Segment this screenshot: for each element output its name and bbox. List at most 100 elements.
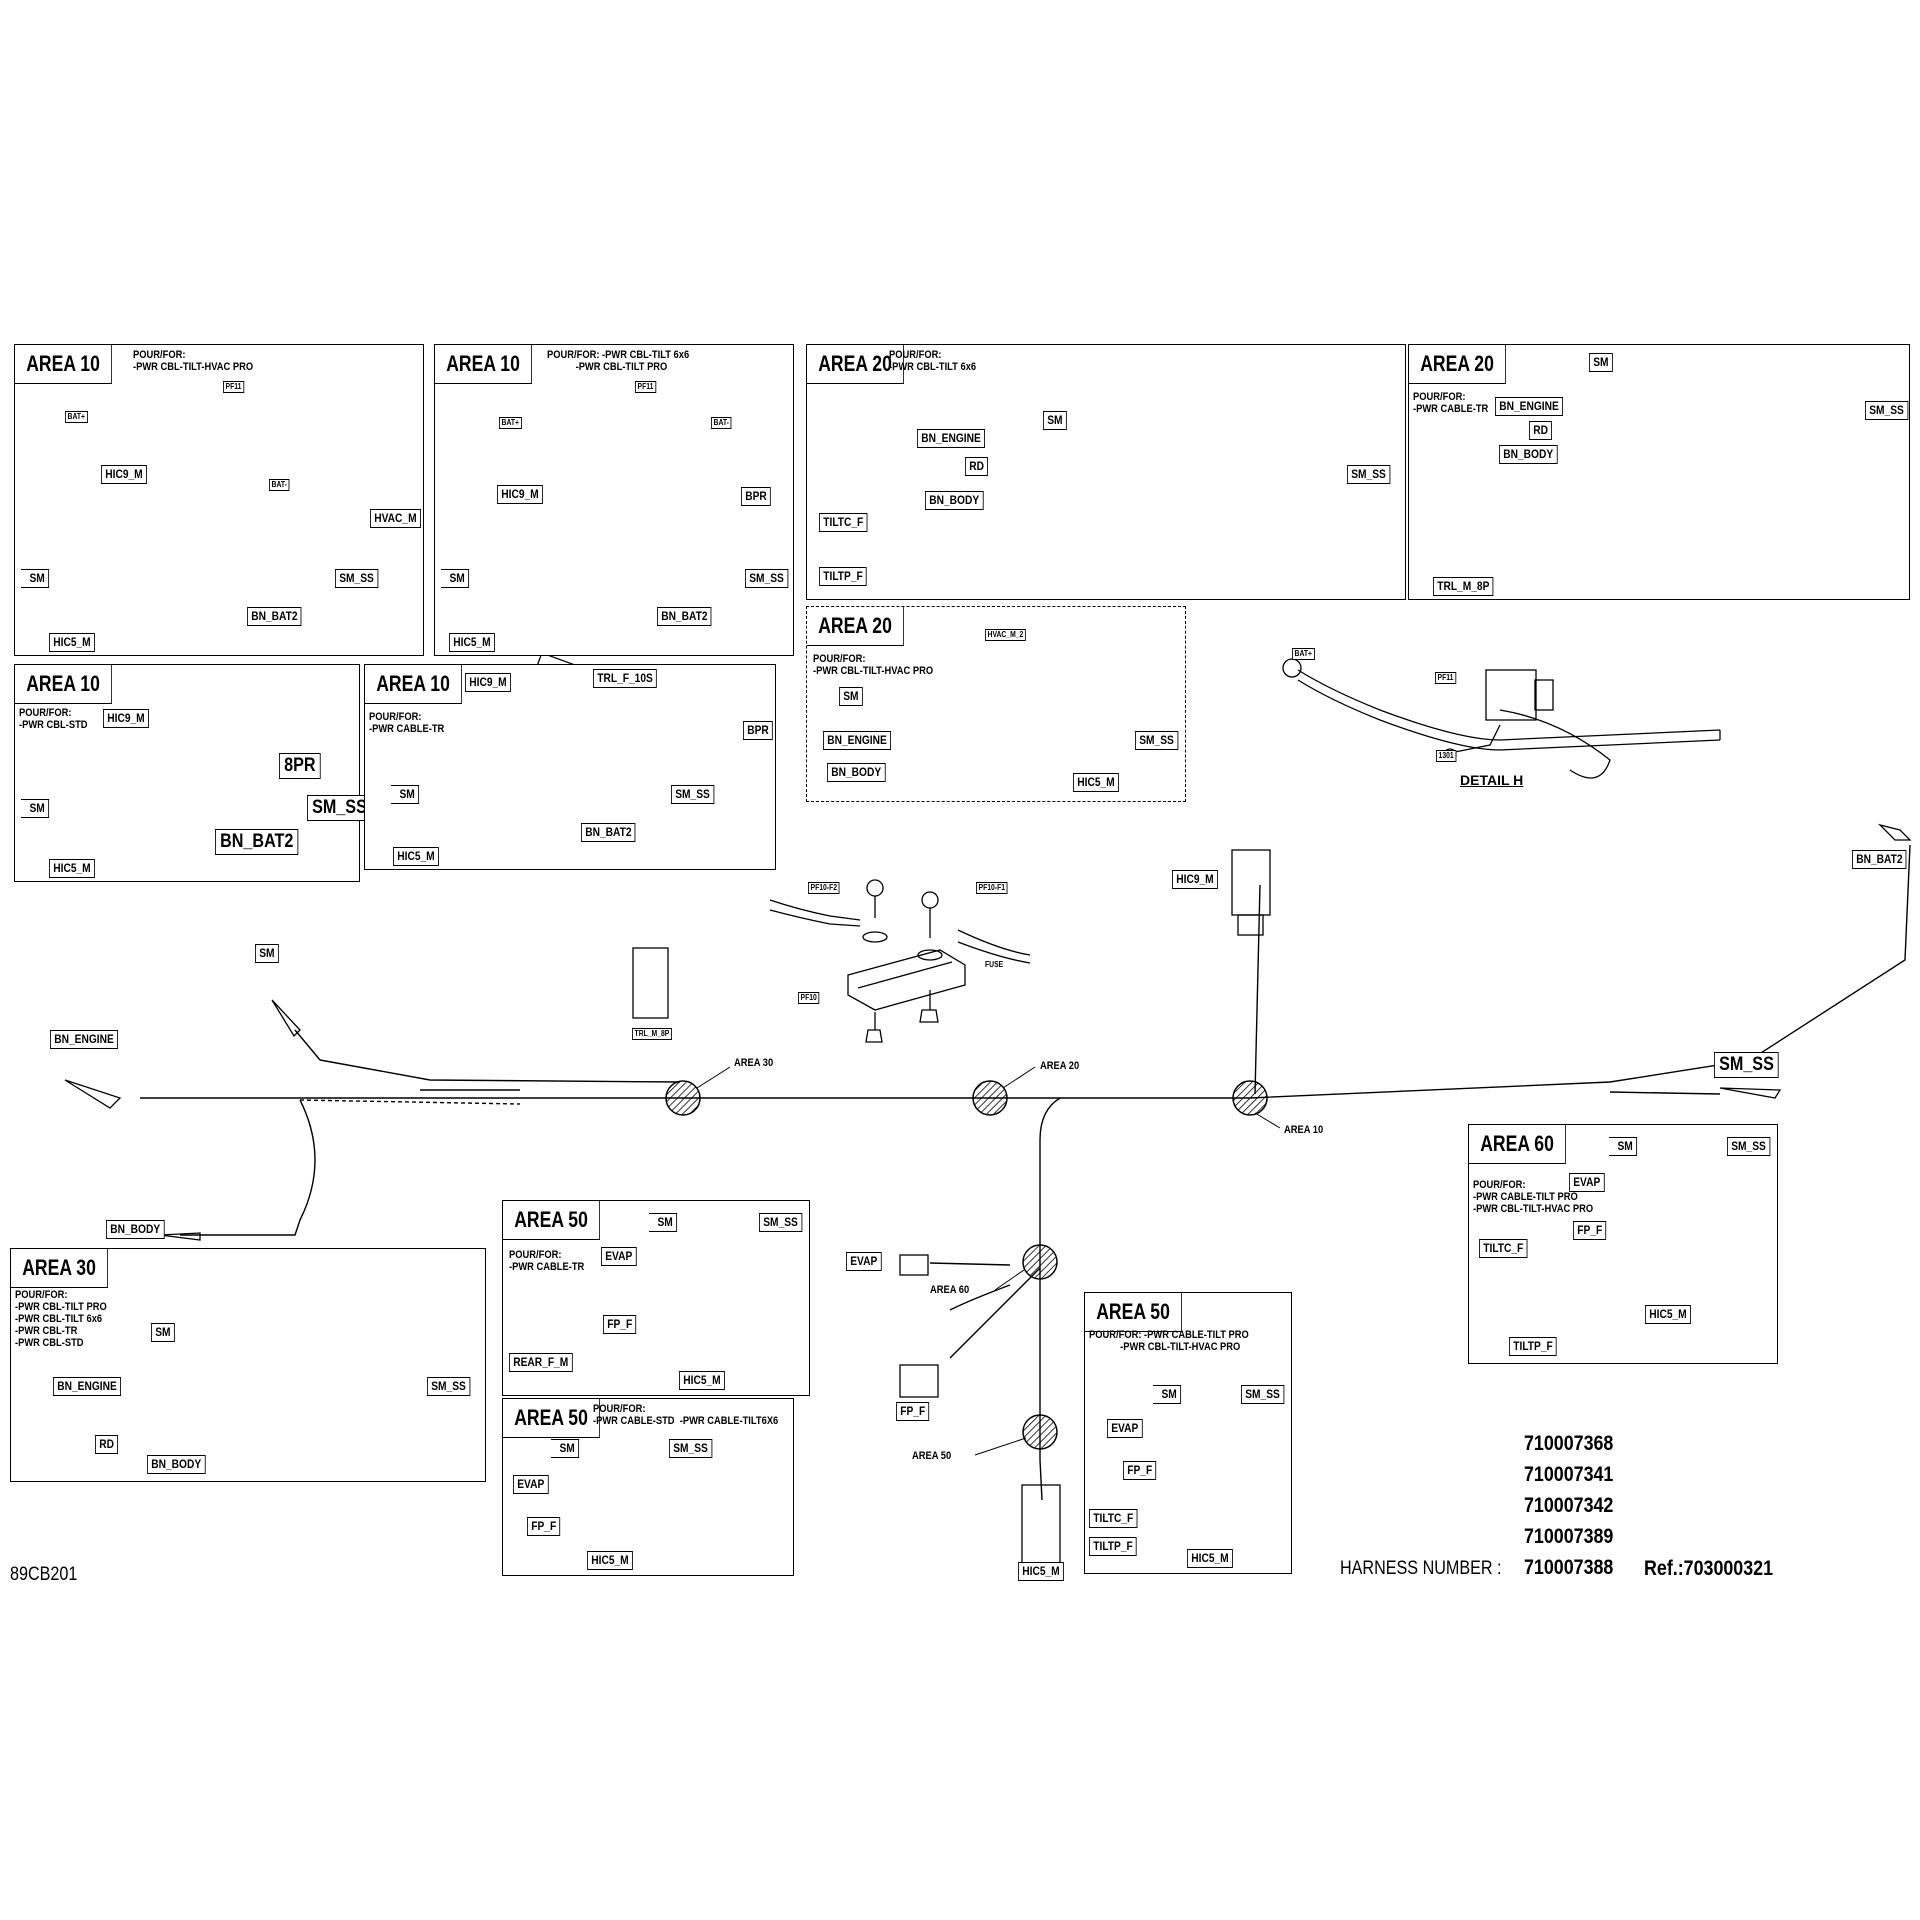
panel-title: AREA 60 (1469, 1125, 1566, 1164)
tag-sm-ss: SM_SS (759, 1213, 803, 1232)
tag-trl: TRL_M_8P (1433, 577, 1494, 596)
panel-title: AREA 20 (1409, 345, 1506, 384)
main-tag-bn-engine: BN_ENGINE (50, 1030, 119, 1049)
fuse-tag-pf10f2: PF10-F2 (808, 882, 840, 894)
panel-note: POUR/FOR: -PWR CABLE-TILT PRO -PWR CBL-T… (1473, 1179, 1594, 1215)
tag-tltc: TILTC_F (819, 513, 868, 532)
part-number-1: 710007368 (1524, 1432, 1614, 1455)
main-tag-bn-body: BN_BODY (106, 1220, 165, 1239)
panel-note: POUR/FOR: -PWR CABLE-TR (1413, 391, 1489, 415)
tag-tltp: TILTP_F (1089, 1537, 1137, 1556)
area20-panel-1: AREA 20 POUR/FOR: -PWR CBL-TILT 6x6 SM B… (806, 344, 1406, 600)
tag-sm-ss: SM_SS (427, 1377, 471, 1396)
main-tag-evap: EVAP (846, 1252, 882, 1271)
panel-title: AREA 30 (11, 1249, 108, 1288)
junction-label-area30: AREA 30 (734, 1057, 774, 1069)
fuse-tag-pf10f1: PF10-F1 (976, 882, 1008, 894)
tag-bn-bat2: BN_BAT2 (215, 829, 299, 855)
tag-sm: SM (21, 799, 50, 818)
tag-sm-ss: SM_SS (669, 1439, 713, 1458)
tag-bn-bat2: BN_BAT2 (581, 823, 636, 842)
tag-pf11: PF11 (223, 381, 244, 393)
panel-note: POUR/FOR: -PWR CBL-TILT-HVAC PRO (813, 653, 934, 677)
panel-title: AREA 10 (435, 345, 532, 384)
tag-rd: RD (1529, 421, 1553, 440)
tag-bn-bat2: BN_BAT2 (657, 607, 712, 626)
main-tag-hic5: HIC5_M (1018, 1562, 1064, 1581)
tag-bn-engine: BN_ENGINE (917, 429, 986, 448)
tag-sm: SM (551, 1439, 580, 1458)
area50-panel-3: AREA 50 POUR/FOR: -PWR CABLE-TILT PRO -P… (1084, 1292, 1292, 1574)
tag-sm-ss: SM_SS (1727, 1137, 1771, 1156)
tag-hvac: HVAC_M_2 (985, 629, 1026, 641)
tag-rd: RD (965, 457, 989, 476)
area60-panel: AREA 60 POUR/FOR: -PWR CABLE-TILT PRO -P… (1468, 1124, 1778, 1364)
area10-panel-4: AREA 10 POUR/FOR: -PWR CABLE-TR HIC9_M T… (364, 664, 776, 870)
tag-sm: SM (839, 687, 863, 706)
main-tag-sm: SM (255, 944, 279, 963)
tag-hic5: HIC5_M (1073, 773, 1119, 792)
tag-bpr: BPR (741, 487, 772, 506)
panel-note: POUR/FOR: -PWR CABLE-STD -PWR CABLE-TILT… (593, 1403, 779, 1427)
area30-panel: AREA 30 POUR/FOR: -PWR CBL-TILT PRO -PWR… (10, 1248, 486, 1482)
panel-note: POUR/FOR: -PWR CBL-TILT 6x6 -PWR CBL-TIL… (547, 349, 690, 373)
junction-label-area50: AREA 50 (912, 1450, 952, 1462)
tag-tltc: TILTC_F (1089, 1509, 1138, 1528)
tag-bat-plus: BAT+ (65, 411, 88, 423)
tag-sm-ss: SM_SS (1241, 1385, 1285, 1404)
junction-label-area10: AREA 10 (1284, 1124, 1324, 1136)
panel-note: POUR/FOR: -PWR CBL-STD (19, 707, 88, 731)
panel-note: POUR/FOR: -PWR CABLE-TR (509, 1249, 585, 1273)
tag-sm: SM (391, 785, 420, 804)
harness-number-label: HARNESS NUMBER : (1340, 1558, 1502, 1579)
panel-title: AREA 10 (15, 665, 112, 704)
tag-hic5: HIC5_M (49, 859, 95, 878)
tag-hic5: HIC5_M (393, 847, 439, 866)
tag-fp: FP_F (603, 1315, 637, 1334)
tag-hic5: HIC5_M (1187, 1549, 1233, 1568)
tag-bat-minus: BAT- (711, 417, 732, 429)
tag-evap: EVAP (1107, 1419, 1143, 1438)
junction-circles (665, 1080, 1268, 1450)
tag-hic5: HIC5_M (587, 1551, 633, 1570)
main-tag-hic9: HIC9_M (1172, 870, 1218, 889)
tag-hic5: HIC5_M (679, 1371, 725, 1390)
detail-tag-code: 1301 (1436, 750, 1457, 762)
tag-hic5: HIC5_M (449, 633, 495, 652)
part-number-3: 710007342 (1524, 1494, 1614, 1517)
main-tag-trl: TRL_M_8P (632, 1028, 672, 1040)
tag-bn-engine: BN_ENGINE (1495, 397, 1564, 416)
area50-panel-1: AREA 50 POUR/FOR: -PWR CABLE-TR SM SM_SS… (502, 1200, 810, 1396)
area20-panel-3: AREA 20 POUR/FOR: -PWR CBL-TILT-HVAC PRO… (806, 606, 1186, 802)
tag-sm: SM (1153, 1385, 1182, 1404)
panel-title: AREA 20 (807, 345, 904, 384)
tag-sm: SM (1609, 1137, 1638, 1156)
area10-panel-3: AREA 10 POUR/FOR: -PWR CBL-STD HIC9_M 8P… (14, 664, 372, 882)
tag-bat-minus: BAT- (269, 479, 290, 491)
part-number-2: 710007341 (1524, 1463, 1614, 1486)
panel-title: AREA 10 (365, 665, 462, 704)
panel-title: AREA 20 (807, 607, 904, 646)
tag-sm-ss: SM_SS (1865, 401, 1909, 420)
main-end-parts (64, 823, 1912, 1566)
tag-sm: SM (21, 569, 50, 588)
tag-8pr: 8PR (279, 753, 321, 779)
detail-tag-bat-plus: BAT+ (1292, 648, 1315, 660)
panel-note: POUR/FOR: -PWR CABLE-TR (369, 711, 445, 735)
detail-h-label: DETAIL H (1460, 772, 1524, 788)
tag-bn-body: BN_BODY (1499, 445, 1558, 464)
tag-sm-ss: SM_SS (307, 795, 372, 821)
tag-evap: EVAP (513, 1475, 549, 1494)
tag-sm-ss: SM_SS (671, 785, 715, 804)
leader-lines (696, 1066, 1281, 1456)
tag-bn-engine: BN_ENGINE (53, 1377, 122, 1396)
tag-tltp: TILTP_F (1509, 1337, 1557, 1356)
panel-note: POUR/FOR: -PWR CBL-TILT PRO -PWR CBL-TIL… (15, 1289, 107, 1349)
tag-fp: FP_F (1123, 1461, 1157, 1480)
fuse-tag-pf10: PF10 (798, 992, 820, 1004)
tag-pf11: PF11 (635, 381, 656, 393)
tag-sm-ss: SM_SS (335, 569, 379, 588)
tag-hic9: HIC9_M (101, 465, 147, 484)
tag-hic5: HIC5_M (49, 633, 95, 652)
